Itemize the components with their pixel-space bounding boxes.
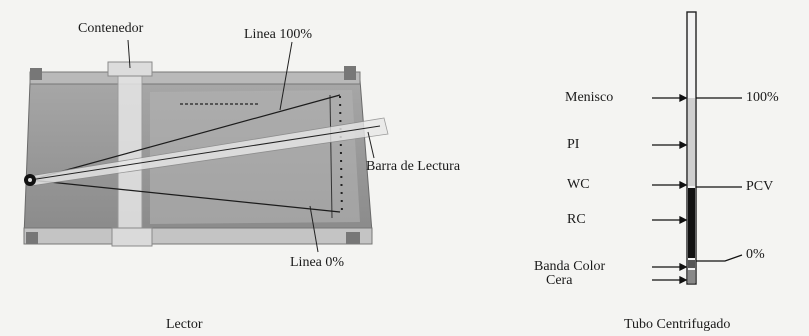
label-wc: WC	[567, 177, 590, 192]
label-wax: Cera	[546, 273, 573, 288]
leader-reading-bar	[367, 131, 375, 159]
label-0: 0%	[746, 247, 765, 262]
line-100	[29, 94, 341, 181]
reader-scale	[329, 94, 343, 219]
tube-wax	[688, 270, 695, 283]
label-100: 100%	[746, 90, 779, 105]
label-reading-bar: Barra de Lectura	[366, 159, 461, 174]
reader-top-rail	[29, 71, 361, 85]
leader-line-0	[309, 205, 319, 253]
reader-corner-post	[26, 232, 38, 244]
label-pl: PI	[567, 137, 580, 152]
reader-corner-post	[30, 68, 42, 80]
label-color-band: Banda Color	[534, 259, 606, 274]
leader-line-100	[279, 41, 293, 111]
label-pcv: PCV	[746, 179, 774, 194]
label-rc: RC	[567, 212, 586, 227]
tube-arrows	[652, 93, 688, 285]
ref-line-0	[696, 254, 743, 262]
caption-reader: Lector	[166, 317, 203, 332]
tube-plasma	[688, 98, 695, 186]
label-line-0: Linea 0%	[290, 255, 345, 270]
label-container: Contenedor	[78, 21, 144, 36]
reader-panel	[150, 90, 360, 224]
tube-color-band	[688, 260, 695, 268]
label-meniscus: Menisco	[565, 90, 614, 105]
reader-corner-post	[344, 66, 356, 80]
line-0	[29, 179, 341, 213]
tube-red-cells	[688, 188, 695, 258]
leader-container	[127, 39, 131, 69]
reading-bar-line	[29, 125, 381, 181]
reader-corner-post	[346, 232, 360, 244]
label-line-100: Linea 100%	[244, 27, 313, 42]
pivot-knob-center	[28, 178, 32, 182]
reader-bottom-rail	[23, 227, 373, 245]
caption-tube: Tubo Centrifugado	[624, 317, 731, 332]
container-base	[111, 227, 153, 247]
